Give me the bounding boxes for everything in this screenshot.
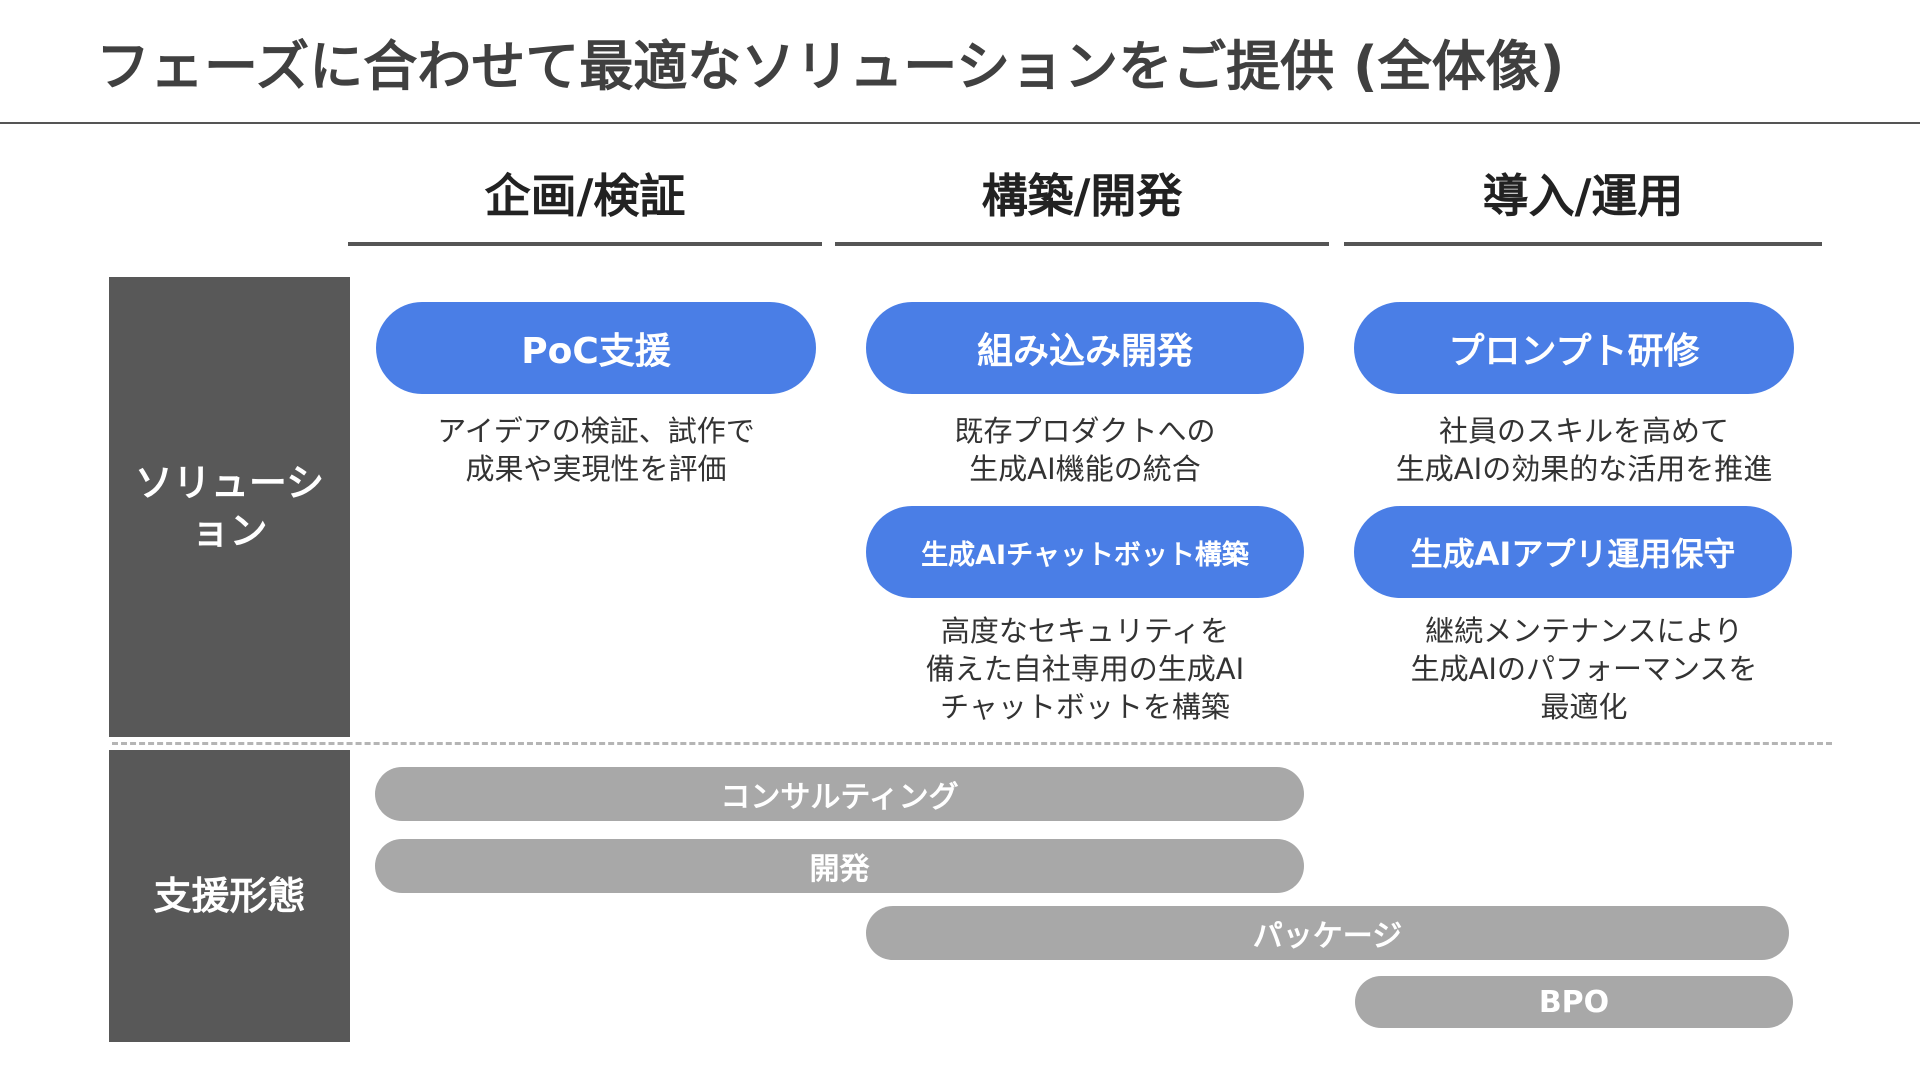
phase-rule-planning [348, 242, 822, 246]
solution-embedded-pill: 組み込み開発 [866, 302, 1304, 394]
solution-embedded-desc-line: 既存プロダクトへの [954, 414, 1216, 448]
solution-poc-pill: PoC支援 [376, 302, 816, 394]
solution-app-maintenance-desc-line: 生成AIのパフォーマンスを [1410, 652, 1758, 686]
support-bar-bpo: BPO [1355, 976, 1793, 1028]
row-label-solutions-line2: ョン [191, 509, 268, 553]
phase-header-planning: 企画/検証 [484, 169, 686, 223]
solution-prompt-training-pill: プロンプト研修 [1354, 302, 1794, 394]
support-bar-package: パッケージ [866, 906, 1789, 960]
solution-chatbot-pill: 生成AIチャットボット構築 [866, 506, 1304, 598]
row-label-support-text: 支援形態 [153, 874, 306, 918]
solution-app-maintenance-pill: 生成AIアプリ運用保守 [1354, 506, 1792, 598]
solution-chatbot-desc-line: 高度なセキュリティを [940, 614, 1230, 648]
row-label-solutions: ソリューシ ョン [109, 277, 350, 737]
phase-header-operation: 導入/運用 [1482, 169, 1684, 223]
solution-prompt-training-desc: 社員のスキルを高めて 生成AIの効果的な活用を推進 [1354, 412, 1814, 488]
solution-app-maintenance-desc-line: 継続メンテナンスにより [1425, 614, 1743, 648]
solution-poc-desc: アイデアの検証、試作で 成果や実現性を評価 [376, 412, 816, 488]
solution-app-maintenance-desc: 継続メンテナンスにより 生成AIのパフォーマンスを 最適化 [1354, 612, 1814, 726]
solution-embedded-desc-line: 生成AI機能の統合 [969, 452, 1201, 486]
row-label-solutions-line1: ソリューシ [134, 461, 325, 505]
solution-prompt-training-desc-line: 生成AIの効果的な活用を推進 [1395, 452, 1773, 486]
support-bar-consulting: コンサルティング [375, 767, 1304, 821]
solution-chatbot-desc-line: 備えた自社専用の生成AI [925, 652, 1245, 686]
phase-rule-build [835, 242, 1329, 246]
page-title: フェーズに合わせて最適なソリューションをご提供 (全体像) [96, 35, 1565, 98]
solution-embedded-desc: 既存プロダクトへの 生成AI機能の統合 [866, 412, 1304, 488]
title-divider [0, 122, 1920, 124]
solution-app-maintenance-desc-line: 最適化 [1540, 690, 1628, 724]
solution-prompt-training-desc-line: 社員のスキルを高めて [1438, 414, 1729, 448]
solution-chatbot-desc: 高度なセキュリティを 備えた自社専用の生成AI チャットボットを構築 [866, 612, 1304, 726]
section-divider [112, 742, 1832, 745]
solution-poc-desc-line: アイデアの検証、試作で [437, 414, 755, 448]
phase-rule-operation [1344, 242, 1822, 246]
support-bar-development: 開発 [375, 839, 1304, 893]
solution-poc-desc-line: 成果や実現性を評価 [465, 452, 727, 486]
row-label-support: 支援形態 [109, 750, 350, 1042]
solution-chatbot-desc-line: チャットボットを構築 [940, 690, 1230, 724]
phase-header-build: 構築/開発 [981, 169, 1183, 223]
